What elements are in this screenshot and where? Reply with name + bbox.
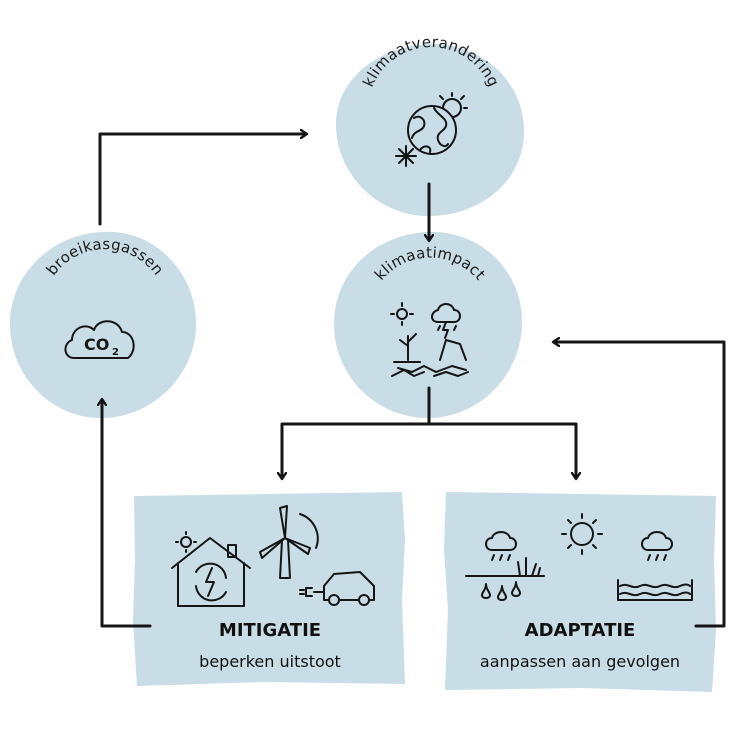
greenhouse-circle <box>10 231 197 419</box>
node-mitigation <box>133 492 405 686</box>
adaptation-title: ADAPTATIE <box>524 620 636 641</box>
node-adaptation <box>444 492 716 692</box>
mitigation-title: MITIGATIE <box>218 620 322 641</box>
co2-text: CO <box>84 335 109 354</box>
impact-circle <box>334 231 522 418</box>
mitigation-subtitle: beperken uitstoot <box>199 652 341 671</box>
mitigation-box <box>133 492 405 686</box>
arrow-greenhouse-to-climate-change <box>98 134 306 226</box>
arrow-impact-to-adaptation <box>427 422 576 478</box>
rain-soil-icon <box>465 531 545 601</box>
node-greenhouse <box>10 231 197 419</box>
drought-storm-flood-icon <box>390 302 469 377</box>
arrow-mitigation-to-greenhouse <box>102 400 152 628</box>
node-impact <box>334 231 522 418</box>
arrow-impact-split <box>282 386 431 478</box>
adaptation-subtitle: aanpassen aan gevolgen <box>479 652 681 671</box>
house-solar-energy-icon <box>171 531 251 607</box>
globe-sun-snowflake-icon <box>395 92 468 167</box>
sun-icon <box>561 513 603 555</box>
co2-cloud-icon: CO 2 <box>64 320 135 359</box>
wind-turbine-icon <box>259 505 319 579</box>
arrow-adaptation-to-impact <box>554 342 726 628</box>
rain-flood-icon <box>617 531 693 601</box>
electric-car-icon <box>299 571 375 606</box>
co2-subscript: 2 <box>112 347 119 358</box>
adaptation-box <box>444 492 716 692</box>
